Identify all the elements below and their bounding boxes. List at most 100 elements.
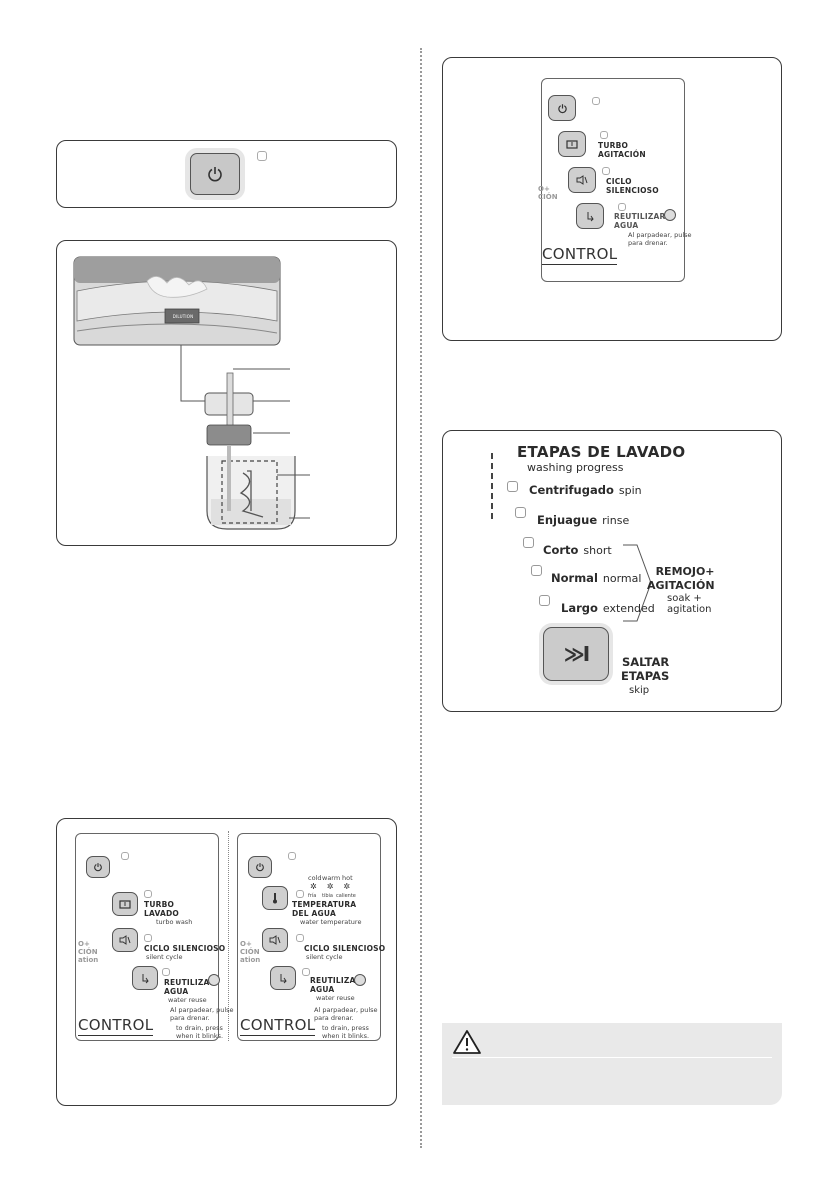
control-caption: CONTROL — [240, 1016, 316, 1036]
reuse-label: REUTILIZAR AGUA — [164, 978, 216, 996]
turbo-label: TURBO AGITACIÓN — [598, 141, 646, 159]
turbo-wash-button[interactable] — [112, 892, 138, 916]
power-button[interactable] — [190, 153, 240, 195]
step-rinse-en: rinse — [602, 514, 630, 527]
step-normal: Normal normal — [551, 571, 641, 585]
reuse-led — [162, 968, 170, 976]
power-button[interactable] — [86, 856, 110, 878]
silent-led — [144, 934, 152, 942]
step-extended-label: Largo — [561, 601, 598, 615]
power-button[interactable] — [548, 95, 576, 121]
thermometer-icon — [273, 893, 277, 904]
water-temperature-button[interactable] — [262, 886, 288, 910]
water-reuse-button[interactable] — [576, 203, 604, 229]
temp-option-hot: hot — [342, 874, 353, 882]
turbo-sub: turbo wash — [156, 918, 193, 926]
temp-icons: ✲✲✲ — [310, 882, 361, 891]
page-column-divider — [420, 48, 422, 1148]
reuse-note: Al parpadear, pulse para drenar. — [170, 1006, 234, 1022]
faded-text: O+ CIÓN — [538, 185, 558, 201]
warning-box — [442, 1023, 782, 1105]
turbo-led — [144, 890, 152, 898]
power-led — [257, 151, 267, 161]
temp-sub: water temperature — [300, 918, 362, 926]
control-card-turbo-lavado: O+ CIÓN ation TURBO LAVADO turbo wash CI… — [75, 833, 234, 1041]
power-icon — [256, 863, 264, 872]
step-short-en: short — [583, 544, 612, 557]
water-reuse-button[interactable] — [270, 966, 296, 990]
power-button-panel — [56, 140, 397, 208]
power-icon — [208, 167, 222, 182]
step-short-label: Corto — [543, 543, 579, 557]
reuse-note: Al parpadear, pulse para drenar. — [628, 231, 692, 247]
dispenser-diagram — [73, 256, 310, 530]
washing-progress-panel: ETAPAS DE LAVADO washing progress Centri… — [442, 430, 782, 712]
step-rinse-label: Enjuague — [537, 513, 598, 527]
panel-left-dashes — [491, 453, 493, 519]
step-led-extended — [539, 595, 550, 606]
reuse-note-en: to drain, press when it blinks. — [322, 1024, 370, 1040]
control-panel-e: O+ CIÓN TURBO AGITACIÓN CICLO SILENCIOSO… — [442, 57, 782, 341]
eco-leaf-icon — [664, 209, 676, 221]
turbo-wash-icon — [119, 900, 131, 909]
silent-label: CICLO SILENCIOSO — [606, 177, 659, 195]
silent-label: CICLO SILENCIOSO — [304, 944, 386, 953]
power-icon — [557, 103, 567, 113]
reuse-label: REUTILIZAR AGUA — [614, 212, 666, 230]
turbo-label: TURBO LAVADO — [144, 900, 179, 918]
dispenser-label: DILUTION — [172, 314, 194, 319]
water-reuse-button[interactable] — [132, 966, 158, 990]
dispenser-diagram-panel: DILUTION — [56, 240, 397, 546]
skip-icon: ≫I — [563, 642, 590, 666]
eco-leaf-icon — [208, 974, 220, 986]
turbo-agitation-button[interactable] — [558, 131, 586, 157]
water-reuse-icon — [587, 212, 594, 222]
temp-led — [296, 890, 304, 898]
warning-triangle-icon — [453, 1030, 481, 1054]
control-card-turbo-agitacion: O+ CIÓN TURBO AGITACIÓN CICLO SILENCIOSO… — [538, 78, 692, 282]
silent-led — [602, 167, 610, 175]
reuse-sub: water reuse — [316, 994, 355, 1002]
silent-cycle-button[interactable] — [568, 167, 596, 193]
soak-label: REMOJO+ AGITACIÓN — [647, 565, 715, 592]
eco-leaf-icon — [354, 974, 366, 986]
temp-option-warm: warm — [322, 874, 341, 882]
reuse-led — [618, 203, 626, 211]
step-rinse: Enjuague rinse — [537, 513, 629, 527]
silent-sub: silent cycle — [146, 953, 183, 961]
silent-cycle-icon — [576, 175, 588, 185]
silent-sub: silent cycle — [306, 953, 343, 961]
step-led-short — [523, 537, 534, 548]
faded-text: O+ CIÓN ation — [240, 940, 261, 964]
panels-divider — [228, 831, 229, 1041]
step-spin-en: spin — [618, 484, 642, 497]
step-normal-label: Normal — [551, 571, 598, 585]
temp-option-caliente: caliente — [336, 893, 356, 899]
reuse-note: Al parpadear, pulse para drenar. — [314, 1006, 378, 1022]
skip-steps-button[interactable]: ≫I — [543, 627, 609, 681]
control-card-temperatura: O+ CIÓN ation cold warm hot ✲✲✲ fría tib… — [237, 833, 385, 1041]
temp-option-fria: fría — [308, 893, 317, 899]
step-led-rinse — [515, 507, 526, 518]
control-caption: CONTROL — [542, 245, 618, 265]
water-reuse-icon — [280, 974, 287, 984]
power-led — [288, 852, 296, 860]
turbo-led — [600, 131, 608, 139]
reuse-label: REUTILIZAR AGUA — [310, 976, 362, 994]
step-normal-en: normal — [602, 572, 642, 585]
power-led — [121, 852, 129, 860]
water-reuse-icon — [142, 974, 149, 984]
silent-cycle-icon — [119, 935, 131, 945]
silent-cycle-button[interactable] — [262, 928, 288, 952]
temp-option-cold: cold — [308, 874, 322, 882]
power-button[interactable] — [248, 856, 272, 878]
skip-label: SALTAR ETAPAS — [621, 655, 670, 683]
temp-option-tibia: tibia — [322, 893, 333, 899]
reuse-sub: water reuse — [168, 996, 207, 1004]
silent-cycle-button[interactable] — [112, 928, 138, 952]
power-icon — [94, 863, 102, 872]
control-panels-c-d: O+ CIÓN ation TURBO LAVADO turbo wash CI… — [56, 818, 397, 1106]
progress-title: ETAPAS DE LAVADO — [517, 443, 686, 461]
